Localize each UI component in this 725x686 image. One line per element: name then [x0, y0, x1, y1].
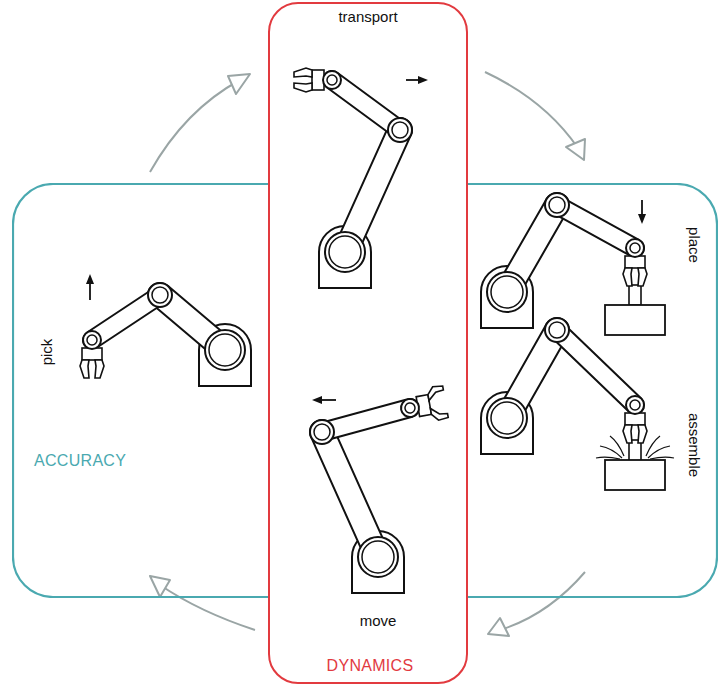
step-label: move — [360, 613, 397, 628]
band-title: DYNAMICS — [327, 658, 414, 674]
band-outline — [12, 183, 718, 598]
step-label: pick — [39, 339, 54, 366]
step-label: assemble — [687, 413, 702, 477]
dynamics-band: DYNAMICS — [268, 2, 468, 684]
accuracy-band: ACCURACY — [12, 183, 718, 598]
band-title: ACCURACY — [34, 453, 126, 469]
step-label: transport — [338, 9, 397, 24]
step-label: place — [687, 227, 702, 263]
